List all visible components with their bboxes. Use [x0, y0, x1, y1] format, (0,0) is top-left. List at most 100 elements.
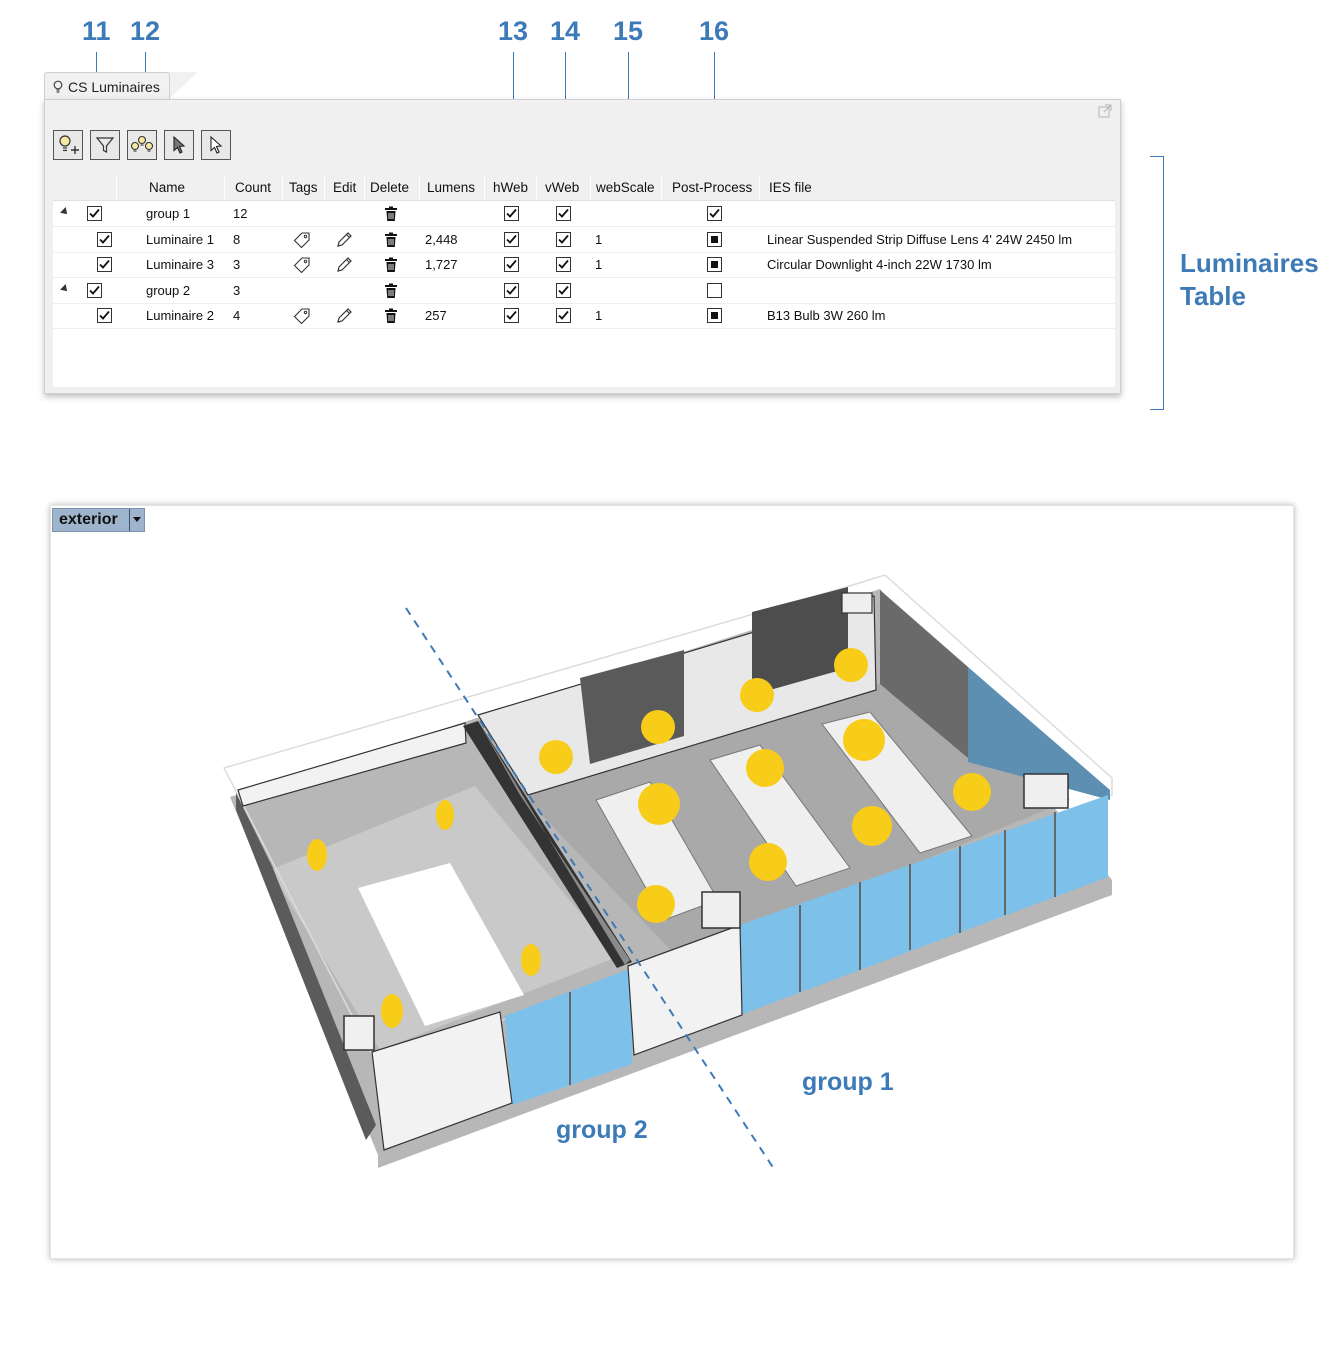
column-back [841, 592, 873, 614]
table-bracket [1150, 156, 1164, 410]
front-glass-facade [505, 968, 632, 1105]
vweb-checkbox[interactable] [556, 308, 571, 323]
left-outer-wall [236, 793, 376, 1140]
callout-12: 12 [130, 16, 161, 46]
group-row[interactable]: group 1 12 [53, 201, 1115, 227]
luminaire [740, 678, 774, 712]
luminaire [307, 839, 327, 871]
group-visible-checkbox[interactable] [87, 206, 102, 221]
popout-icon[interactable] [1098, 104, 1112, 118]
tag-icon[interactable] [293, 307, 311, 325]
header-webscale[interactable]: webScale [592, 175, 662, 200]
luminaire-lumens: 1,727 [425, 257, 458, 272]
luminaire-ies-file: Linear Suspended Strip Diffuse Lens 4' 2… [767, 231, 1073, 247]
column-front-middle [701, 891, 741, 929]
select-button[interactable] [164, 130, 194, 160]
label-line-2: Table [1180, 281, 1246, 311]
dropdown-arrow-icon [133, 517, 141, 522]
luminaire-count: 4 [233, 308, 241, 323]
trash-icon[interactable] [382, 282, 400, 300]
vweb-checkbox[interactable] [556, 231, 571, 247]
post-process-checkbox[interactable] [707, 257, 722, 272]
luminaire-visible-checkbox[interactable] [97, 231, 112, 247]
lightbulb-icon [53, 80, 63, 93]
group-luminaires-button[interactable] [127, 130, 157, 160]
tag-icon[interactable] [293, 231, 311, 249]
view-dropdown-button[interactable] [129, 509, 144, 531]
storage-unit-2 [752, 587, 848, 695]
header-ies-file[interactable]: IES file [769, 180, 812, 195]
callout-13: 13 [498, 16, 529, 46]
header-delete[interactable]: Delete [366, 175, 420, 200]
group-name: group 1 [146, 206, 191, 221]
deselect-button[interactable] [201, 130, 231, 160]
edit-pencil-icon[interactable] [335, 256, 353, 274]
add-luminaire-button[interactable] [53, 130, 83, 160]
luminaire-name: Luminaire 1 [146, 231, 214, 247]
panel-tab-title: CS Luminaires [68, 78, 160, 95]
right-wall-dark [880, 590, 968, 758]
hweb-checkbox[interactable] [504, 257, 519, 272]
header-edit[interactable]: Edit [329, 175, 365, 200]
mullions [569, 812, 1056, 1085]
group-2-label: group 2 [556, 1116, 648, 1144]
group-count: 12 [233, 206, 248, 221]
filter-icon [95, 137, 115, 153]
luminaire-webscale: 1 [595, 231, 603, 247]
header-count[interactable]: Count [231, 175, 283, 200]
cursor-outline-icon [210, 135, 223, 154]
group-divider-line [405, 607, 777, 1173]
header-post-process[interactable]: Post-Process [668, 175, 760, 200]
hweb-checkbox[interactable] [504, 308, 519, 323]
label-line-1: Luminaires [1180, 248, 1319, 278]
post-process-checkbox[interactable] [707, 282, 722, 298]
header-lumens[interactable]: Lumens [423, 175, 485, 200]
luminaire [521, 944, 541, 976]
vweb-checkbox[interactable] [556, 282, 571, 298]
column-front-left [343, 1015, 375, 1051]
trash-icon[interactable] [382, 256, 400, 274]
luminaire [749, 843, 787, 881]
tag-icon[interactable] [293, 256, 311, 274]
header-tags[interactable]: Tags [285, 175, 325, 200]
hweb-checkbox[interactable] [504, 282, 519, 298]
luminaire-webscale: 1 [595, 257, 603, 272]
hweb-checkbox[interactable] [504, 231, 519, 247]
trash-icon[interactable] [382, 205, 400, 223]
trash-icon[interactable] [382, 307, 400, 325]
view-selector[interactable]: exterior [52, 508, 145, 532]
edit-pencil-icon[interactable] [335, 307, 353, 325]
luminaire-visible-checkbox[interactable] [97, 308, 112, 323]
trash-icon[interactable] [382, 231, 400, 249]
toolbar [53, 130, 231, 160]
vweb-checkbox[interactable] [556, 206, 571, 221]
post-process-checkbox[interactable] [707, 231, 722, 247]
table-header: Name Count Tags Edit Delete Lumens hWeb … [53, 175, 1115, 201]
filter-button[interactable] [90, 130, 120, 160]
luminaire-visible-checkbox[interactable] [97, 257, 112, 272]
header-name[interactable]: Name [145, 175, 225, 200]
panel-tab[interactable]: CS Luminaires [44, 72, 170, 100]
luminaire-webscale: 1 [595, 308, 603, 323]
luminaire [953, 773, 991, 811]
hweb-checkbox[interactable] [504, 206, 519, 221]
edit-pencil-icon[interactable] [335, 231, 353, 249]
vweb-checkbox[interactable] [556, 257, 571, 272]
header-vweb[interactable]: vWeb [541, 175, 591, 200]
group-visible-checkbox[interactable] [87, 282, 102, 298]
luminaire-name: Luminaire 2 [146, 308, 214, 323]
front-glass-facade-right [740, 795, 1108, 1015]
header-hweb[interactable]: hWeb [489, 175, 537, 200]
left-room-table [358, 863, 524, 1026]
post-process-checkbox[interactable] [707, 308, 722, 323]
luminaire [381, 994, 403, 1028]
luminaire [436, 800, 454, 830]
post-process-checkbox[interactable] [707, 206, 722, 221]
group-count: 3 [233, 282, 241, 298]
luminaire [539, 740, 573, 774]
